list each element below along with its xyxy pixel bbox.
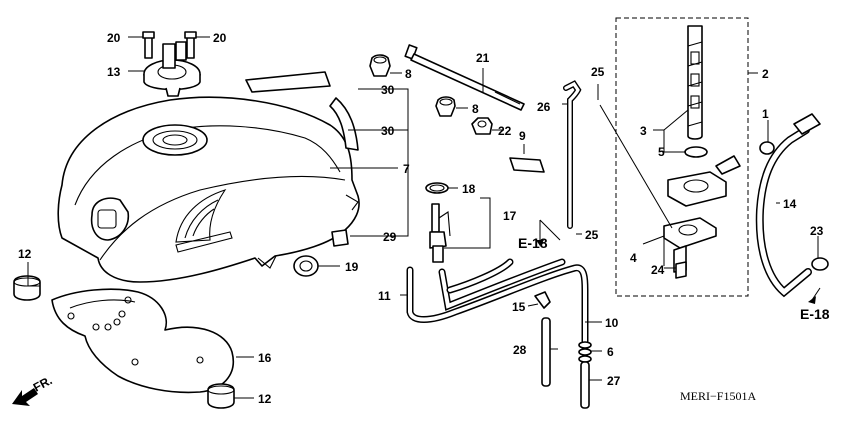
tank-pads <box>245 71 359 151</box>
callout-5: 5 <box>658 145 665 159</box>
tube-cap-2 <box>811 257 829 271</box>
callout-19: 19 <box>345 260 359 274</box>
callout-7: 7 <box>403 162 410 176</box>
callout-20b: 20 <box>213 31 227 45</box>
fuel-valve-assembly-box <box>615 17 749 297</box>
clip <box>331 229 349 247</box>
screw <box>675 261 687 279</box>
fuel-hose <box>406 258 589 352</box>
fuel-valve <box>663 155 741 273</box>
callout-2: 2 <box>762 67 769 81</box>
callout-23: 23 <box>810 224 824 238</box>
drain-tube <box>541 317 551 387</box>
tube-cap <box>759 141 775 155</box>
callout-13: 13 <box>107 65 121 79</box>
callout-22: 22 <box>498 124 512 138</box>
valve-o-ring <box>684 146 708 158</box>
hose-clip <box>578 341 592 363</box>
lower-tube <box>580 361 590 409</box>
callout-12b: 12 <box>258 392 272 406</box>
callout-30a: 30 <box>381 83 395 97</box>
callout-6: 6 <box>607 345 614 359</box>
fuel-tank <box>57 96 360 283</box>
nut <box>471 117 493 135</box>
diagram-code: MERI−F1501A <box>680 389 756 403</box>
heat-guard <box>51 288 235 394</box>
vent-tube <box>563 80 582 229</box>
fuel-strainer <box>687 25 703 140</box>
callout-3: 3 <box>640 124 647 138</box>
damper-rubber <box>13 275 41 301</box>
grommet <box>293 255 319 277</box>
callout-24: 24 <box>651 263 665 277</box>
front-direction-arrow <box>12 388 38 406</box>
plate <box>509 157 545 173</box>
callouts: 1 2 3 4 5 6 7 8 8 9 10 11 12 12 13 14 15… <box>18 31 824 406</box>
callout-18: 18 <box>462 182 476 196</box>
callout-30b: 30 <box>381 124 395 138</box>
callout-4: 4 <box>630 251 637 265</box>
ref-arrow <box>536 240 544 246</box>
fuel-unit <box>429 203 451 263</box>
callout-9: 9 <box>519 129 526 143</box>
callout-25a: 25 <box>591 65 605 79</box>
callout-11: 11 <box>378 289 391 303</box>
callout-28: 28 <box>513 343 527 357</box>
rubber-mount <box>369 54 391 77</box>
damper-rubber-2 <box>207 383 235 409</box>
ref-e18-right: E-18 <box>800 306 830 322</box>
callout-25b: 25 <box>585 228 599 242</box>
callout-29: 29 <box>383 230 397 244</box>
callout-15: 15 <box>512 300 526 314</box>
ref-e18-center: E-18 <box>518 235 548 251</box>
callout-14: 14 <box>783 197 797 211</box>
rubber-mount-2 <box>435 96 456 117</box>
callout-12a: 12 <box>18 247 32 261</box>
callout-21: 21 <box>476 51 490 65</box>
leader-lines <box>27 36 821 399</box>
breather-tube <box>755 113 821 298</box>
callout-20a: 20 <box>107 31 121 45</box>
callout-10: 10 <box>605 316 619 330</box>
fuel-cap <box>142 31 201 97</box>
long-bolt <box>404 44 525 111</box>
callout-27: 27 <box>607 374 621 388</box>
callout-26: 26 <box>537 100 551 114</box>
o-ring <box>425 182 449 194</box>
callout-1: 1 <box>762 107 769 121</box>
callout-8b: 8 <box>472 102 479 116</box>
callout-17: 17 <box>503 209 517 223</box>
hose-joint <box>534 291 551 309</box>
ref-arrow-2 <box>808 296 816 304</box>
callout-8a: 8 <box>405 67 412 81</box>
callout-16: 16 <box>258 351 272 365</box>
